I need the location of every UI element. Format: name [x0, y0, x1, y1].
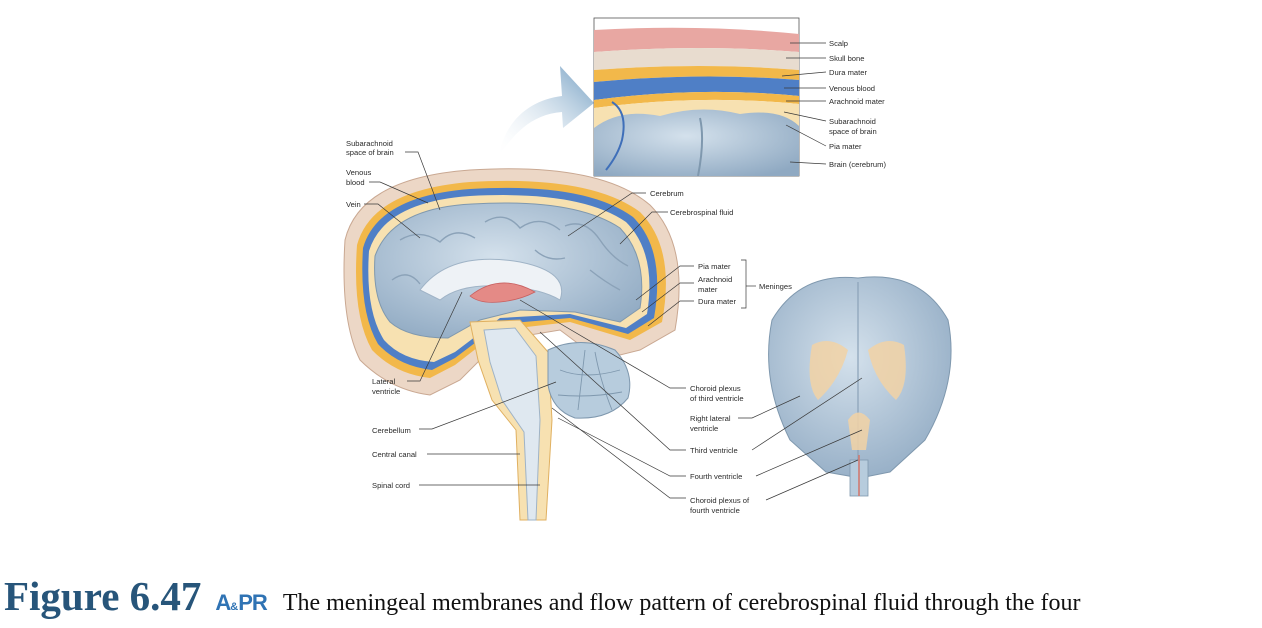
label-venous-2: blood: [346, 178, 365, 187]
label-third-ventricle: Third ventricle: [690, 446, 738, 455]
label-subarachnoid-2: space of brain: [346, 148, 394, 157]
label-brain-cerebrum: Brain (cerebrum): [829, 160, 886, 169]
apr-badge-a: A: [215, 590, 231, 615]
label-venous-blood-inset: Venous blood: [829, 84, 875, 93]
cerebellum: [547, 342, 631, 419]
inset-labels: Scalp Skull bone Dura mater Venous blood…: [829, 39, 886, 169]
label-right-lateral-1: Right lateral: [690, 414, 731, 423]
label-lateral-1: Lateral: [372, 377, 396, 386]
label-subarachnoid-1: Subarachnoid: [346, 139, 393, 148]
label-choroid4-1: Choroid plexus of: [690, 496, 750, 505]
label-venous-1: Venous: [346, 168, 372, 177]
figure-number: Figure 6.47: [4, 573, 202, 619]
apr-badge-pr: PR: [238, 590, 268, 615]
label-cerebrum: Cerebrum: [650, 189, 684, 198]
layers-inset: [593, 17, 800, 177]
label-meninges: Meninges: [759, 282, 792, 291]
label-arachnoid-mater-inset: Arachnoid mater: [829, 97, 885, 106]
leader-lines: [364, 42, 863, 501]
label-pia-mater: Pia mater: [698, 262, 731, 271]
figure-caption: Figure 6.47 A&PR The meningeal membranes a…: [4, 572, 1262, 628]
label-csf: Cerebrospinal fluid: [670, 208, 733, 217]
right-labels: Cerebrum Cerebrospinal fluid Pia mater A…: [650, 189, 792, 515]
label-skull-bone: Skull bone: [829, 54, 864, 63]
meninges-diagram: Scalp Skull bone Dura mater Venous blood…: [343, 17, 952, 521]
label-arachnoid-2: mater: [698, 285, 718, 294]
left-labels: Subarachnoid space of brain Venous blood…: [346, 139, 417, 490]
apr-badge: A&PR: [215, 590, 268, 616]
sagittal-section: [343, 168, 680, 521]
label-arachnoid-1: Arachnoid: [698, 275, 732, 284]
caption-text: The meningeal membranes and flow pattern…: [282, 590, 1081, 616]
label-choroid4-2: fourth ventricle: [690, 506, 740, 515]
label-spinal-cord: Spinal cord: [372, 481, 410, 490]
label-dura-mater: Dura mater: [698, 297, 736, 306]
label-subarachnoid-inset-1: Subarachnoid: [829, 117, 876, 126]
label-right-lateral-2: ventricle: [690, 424, 718, 433]
label-cerebellum: Cerebellum: [372, 426, 411, 435]
label-subarachnoid-inset-2: space of brain: [829, 127, 877, 136]
label-dura-mater-inset: Dura mater: [829, 68, 867, 77]
label-lateral-2: ventricle: [372, 387, 400, 396]
apr-badge-amp: &: [230, 601, 239, 613]
zoom-arrow: [498, 66, 594, 158]
label-scalp: Scalp: [829, 39, 848, 48]
label-fourth-ventricle: Fourth ventricle: [690, 472, 742, 481]
label-pia-mater-inset: Pia mater: [829, 142, 862, 151]
label-vein: Vein: [346, 200, 361, 209]
label-central-canal: Central canal: [372, 450, 417, 459]
frontal-view: [768, 276, 952, 497]
label-choroid3-2: of third ventricle: [690, 394, 744, 403]
label-choroid3-1: Choroid plexus: [690, 384, 741, 393]
